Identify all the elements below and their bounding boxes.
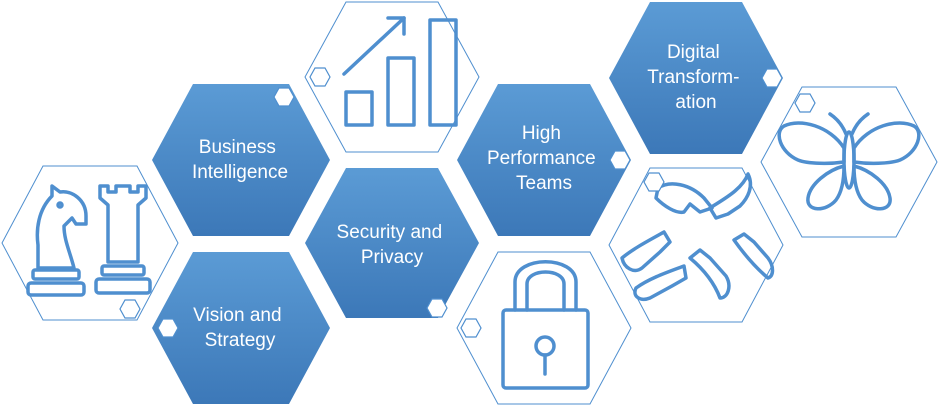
hex-chess — [1, 165, 179, 321]
svg-text:Business Intelligence: Business Intelligence — [192, 137, 288, 183]
svg-text:Security and Privacy: Security and Privacy — [337, 222, 448, 268]
hex-butterfly — [760, 86, 938, 238]
tile-business-intelligence: Business Intelligence — [152, 84, 330, 236]
padlock-icon — [501, 260, 590, 390]
svg-text:Digital Transform-: Digital Transform- ation — [647, 42, 744, 113]
small-hex-marker — [157, 318, 179, 338]
small-hex-marker — [273, 87, 295, 107]
tile-label-line: Business — [199, 137, 276, 158]
hex-padlock — [456, 251, 632, 405]
small-hex-marker — [460, 318, 482, 338]
hands-icon — [620, 172, 775, 301]
small-hex-marker — [761, 68, 783, 88]
tile-label-line: Performance — [487, 148, 596, 169]
tile-label-line: Transform- — [647, 67, 739, 88]
tile-security-and-privacy: Security and Privacy — [305, 168, 479, 318]
small-hex-marker — [609, 150, 631, 170]
chess-icon — [26, 184, 152, 297]
hex-growth-chart — [304, 1, 480, 153]
tile-vision-and-strategy: Vision and Strategy — [152, 252, 330, 404]
hex-hands — [608, 167, 784, 323]
tile-label-line: Digital — [667, 42, 720, 63]
tile-label-line: Vision and — [193, 305, 281, 326]
tile-label-line: Security and — [337, 222, 443, 243]
small-hex-marker — [426, 298, 448, 318]
tile-label-line: High — [522, 123, 561, 144]
tile-label-line: Strategy — [205, 330, 276, 351]
tile-high-performance-teams: High Performance Teams — [457, 84, 631, 236]
small-hex-marker — [794, 93, 816, 113]
small-hex-marker — [119, 299, 141, 319]
growth-chart-icon — [342, 16, 458, 127]
svg-text:Vision and Strategy: Vision and Strategy — [193, 305, 287, 351]
small-hex-marker — [309, 67, 331, 87]
butterfly-icon — [777, 112, 921, 211]
tile-label-line: Privacy — [361, 247, 424, 268]
svg-text:High Performance T: High Performance Teams — [487, 123, 601, 194]
tile-label-line: Intelligence — [192, 162, 288, 183]
tile-label-line: Teams — [516, 173, 572, 194]
tile-label-line: ation — [675, 92, 716, 113]
small-hex-marker — [643, 172, 665, 192]
tile-digital-transformation: Digital Transform- ation — [609, 2, 783, 154]
